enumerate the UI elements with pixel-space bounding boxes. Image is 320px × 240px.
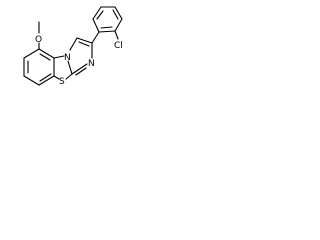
bond-c2-s xyxy=(65,73,73,80)
bond-n3-c2 xyxy=(71,63,88,75)
bond-p1-p2 xyxy=(92,18,100,33)
bond-p6-p1-inner xyxy=(100,26,113,29)
bond-p2-p3-inner xyxy=(96,10,104,20)
bond-c4-phenyl xyxy=(91,31,100,44)
bond-p4-p5 xyxy=(114,6,123,20)
bond-c5-c4 xyxy=(76,37,93,44)
bond-phenyl-chlorine xyxy=(114,30,119,40)
nitrogen-top-label: N xyxy=(64,53,71,63)
bond-a5-a6-inner xyxy=(39,53,51,61)
bond-a6-a1 xyxy=(23,48,40,59)
bond-c5-c4-inner xyxy=(78,41,90,47)
bond-p4-p5-inner xyxy=(112,9,119,20)
bond-p2-p3 xyxy=(92,6,102,20)
bond-p5-p6 xyxy=(114,18,123,32)
molecule-structure-svg: O N N S Cl xyxy=(23,6,123,87)
chlorine-label: Cl xyxy=(114,41,123,51)
bond-p6-p1 xyxy=(98,30,116,33)
structure-diagram-canvas: O N N S Cl xyxy=(0,0,137,95)
bond-n-c2 xyxy=(67,60,73,75)
bond-a2-a3 xyxy=(23,75,40,86)
oxygen-label: O xyxy=(35,35,42,45)
bond-lines xyxy=(23,6,123,86)
bond-a5-a6 xyxy=(38,48,55,59)
bond-a3-a4-inner xyxy=(39,73,52,82)
nitrogen-bottom-label: N xyxy=(88,59,95,69)
bond-benzo-n xyxy=(53,55,65,59)
bond-n3-c2-inner xyxy=(75,67,87,76)
bond-n-c5 xyxy=(69,37,78,51)
bond-a3-a4 xyxy=(38,75,55,86)
atom-labels: O N N S Cl xyxy=(35,35,123,87)
sulfur-label: S xyxy=(59,77,65,87)
bond-s-benzo xyxy=(53,75,60,80)
